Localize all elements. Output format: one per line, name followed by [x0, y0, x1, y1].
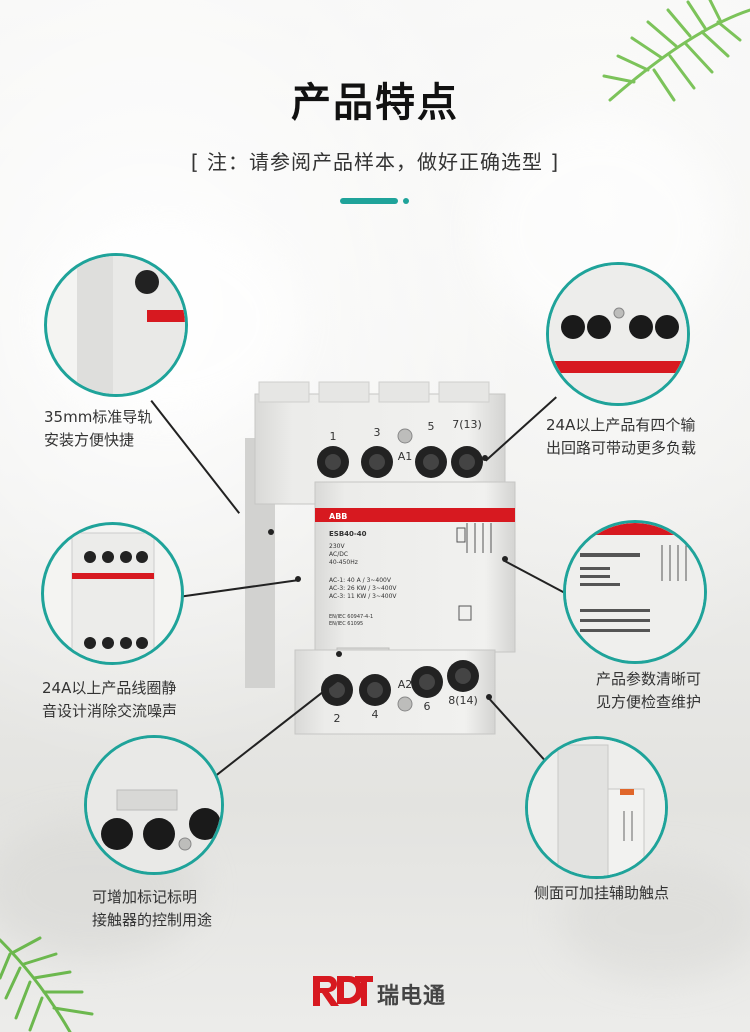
brand-label: ABB	[329, 512, 347, 521]
caption-outputs: 24A以上产品有四个输 出回路可带动更多负载	[546, 416, 697, 457]
terminal-bottom-8: 8(14)	[448, 694, 478, 707]
caption-label: 可增加标记标明 接触器的控制用途	[92, 888, 213, 929]
caption-params: 产品参数清晰可 见方便检查维护	[596, 670, 702, 711]
terminal-top-7: 7(13)	[452, 418, 482, 431]
accent-dot	[403, 198, 409, 204]
brand-logo: 瑞电通	[313, 972, 453, 1009]
rating-3: AC-3: 11 KW / 3~400V	[329, 593, 397, 600]
terminal-bottom-4: 4	[372, 708, 379, 721]
page-title: 产品特点	[291, 80, 459, 126]
terminal-top-a1: A1	[398, 450, 413, 463]
connector-dot-aux	[486, 694, 492, 700]
terminal-top-1: 1	[330, 430, 337, 443]
terminal-bottom-2: 2	[334, 712, 341, 725]
connector-dot-params	[502, 556, 508, 562]
detail-circle-params	[563, 520, 707, 664]
detail-circle-aux	[525, 736, 668, 879]
spec-acdc: AC/DC	[329, 551, 348, 558]
rating-2: AC-3: 26 KW / 3~400V	[329, 585, 397, 592]
page-subtitle: [ 注：请参阅产品样本，做好正确选型 ]	[190, 150, 560, 174]
detail-circle-outputs	[546, 262, 690, 406]
terminal-bottom-6: 6	[424, 700, 431, 713]
standard-2: EN/IEC 61095	[329, 621, 363, 627]
terminal-bottom-a2: A2	[398, 678, 413, 691]
palm-leaf-top-right	[602, 0, 750, 102]
connector-dot-rail	[268, 529, 274, 535]
caption-coil: 24A以上产品线圈静 音设计消除交流噪声	[42, 679, 178, 720]
logo-mark-icon	[313, 976, 373, 1006]
palm-leaf-bottom-left	[0, 936, 94, 1032]
detail-circle-rail	[44, 253, 188, 397]
detail-circle-label	[84, 735, 224, 875]
terminal-top-3: 3	[374, 426, 381, 439]
logo-name: 瑞电通	[377, 984, 447, 1009]
connector-dot-outputs	[482, 455, 488, 461]
accent-bar	[340, 198, 398, 204]
contactor-product-image: 1 3 A1 5 7(13) ABB ESB40-40 230V AC/DC 4…	[245, 381, 516, 735]
connector-dot-coil	[295, 576, 301, 582]
connector-dot-label	[336, 651, 342, 657]
terminal-top-5: 5	[428, 420, 435, 433]
spec-freq: 40-450Hz	[329, 559, 358, 566]
model-label: ESB40-40	[329, 530, 367, 538]
rating-1: AC-1: 40 A / 3~400V	[329, 577, 392, 584]
detail-circle-coil	[41, 522, 184, 665]
spec-voltage: 230V	[329, 543, 345, 550]
caption-aux: 侧面可加挂辅助触点	[534, 884, 670, 902]
standard-1: EN/IEC 60947-4-1	[329, 614, 373, 620]
caption-rail: 35mm标准导轨 安装方便快捷	[44, 408, 153, 449]
